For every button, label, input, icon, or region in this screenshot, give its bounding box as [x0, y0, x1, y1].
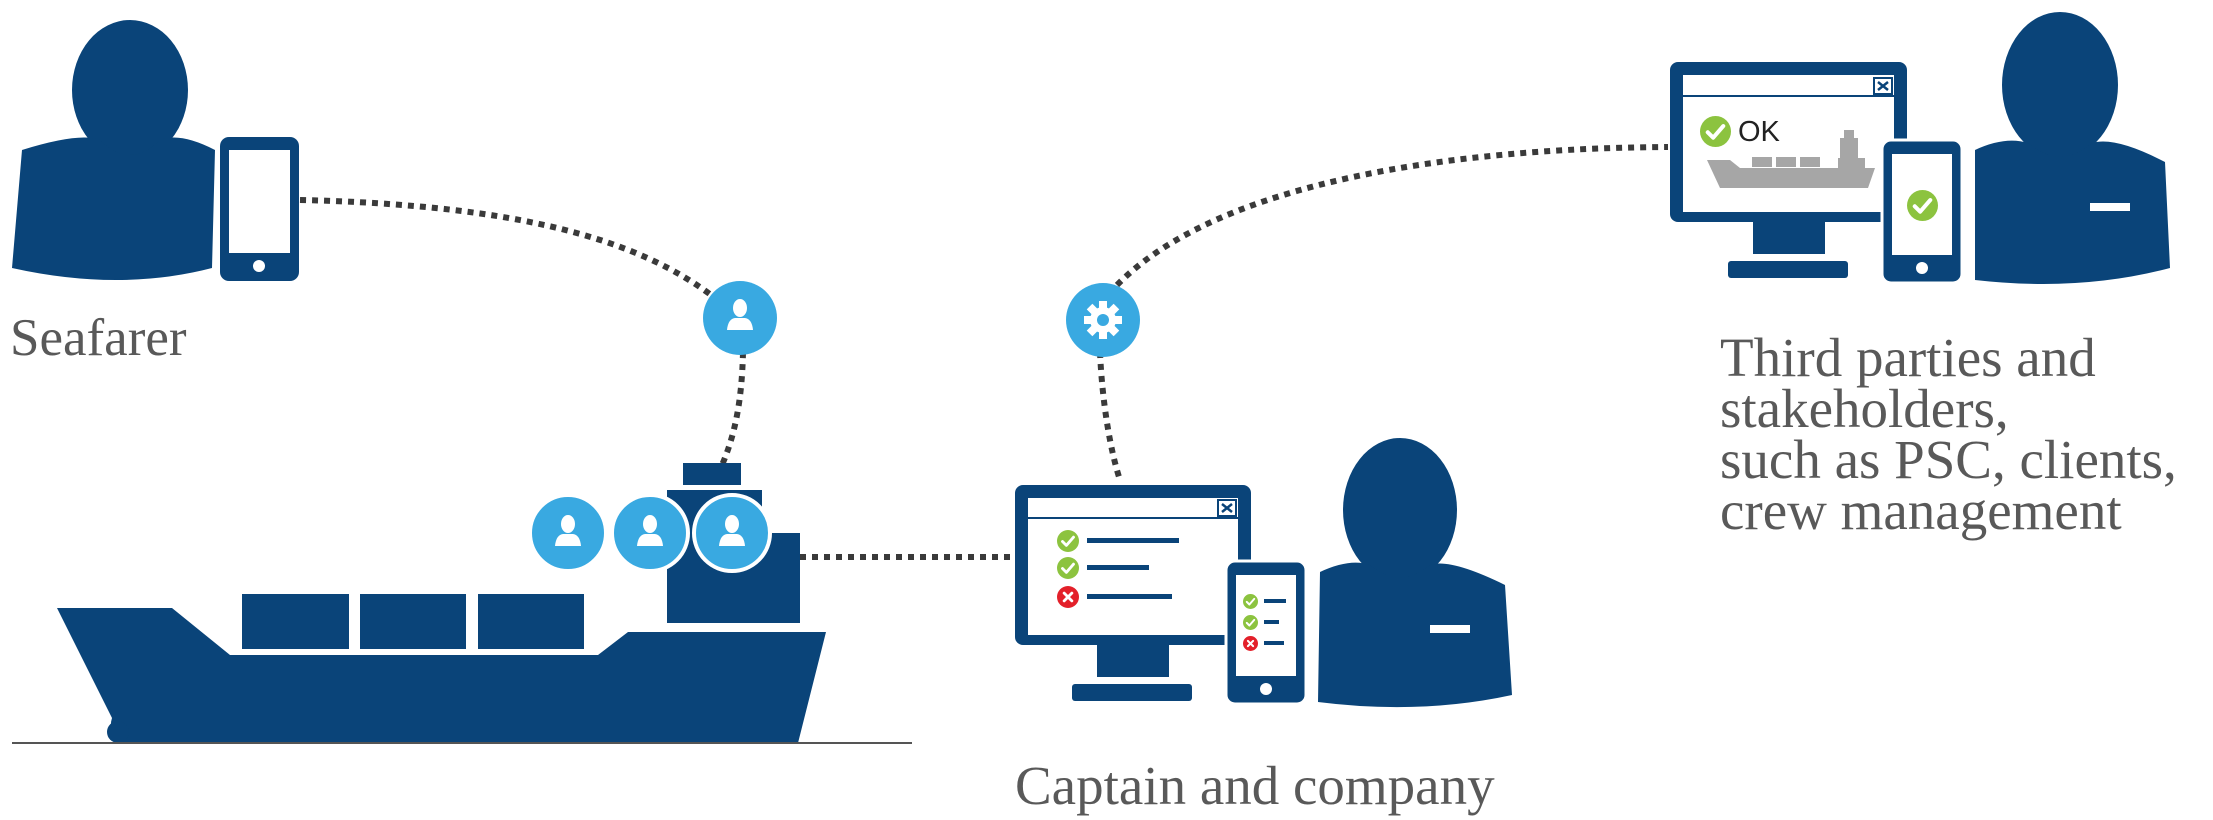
monitor-status-text: OK — [1738, 116, 1780, 148]
gear-node-icon — [1066, 283, 1140, 357]
captain-monitor-icon — [1015, 485, 1251, 701]
gear-to-captain-connector — [1097, 351, 1123, 481]
container-ship-icon — [57, 463, 826, 743]
crew-user-icon — [528, 493, 608, 573]
user-node-icon — [703, 281, 777, 355]
gear-to-thirdparty-connector — [1114, 144, 1669, 288]
third-parties-label: Third parties and stakeholders, such as … — [1720, 327, 2177, 541]
captain-smartphone-icon — [1224, 559, 1308, 706]
thirdparty-smartphone-icon — [1880, 138, 1964, 285]
connectors — [299, 144, 1669, 560]
seafarer-label: Seafarer — [10, 309, 187, 367]
cargo-ship-icon — [1707, 130, 1875, 188]
seafarer-person-icon — [12, 20, 215, 280]
seafarer-to-node-connector — [299, 197, 717, 301]
thirdparty-person-icon — [1975, 12, 2170, 284]
thirdparty-monitor-icon — [1670, 62, 1907, 278]
captain-person-icon — [1318, 438, 1512, 708]
crew-user-icon — [610, 493, 690, 573]
seafarer-smartphone-icon — [220, 137, 299, 281]
captain-company-label: Captain and company — [1015, 755, 1495, 816]
node-to-ship-connector — [719, 351, 746, 467]
crew-user-icon — [692, 493, 772, 573]
ship-crew-icons — [528, 493, 772, 573]
